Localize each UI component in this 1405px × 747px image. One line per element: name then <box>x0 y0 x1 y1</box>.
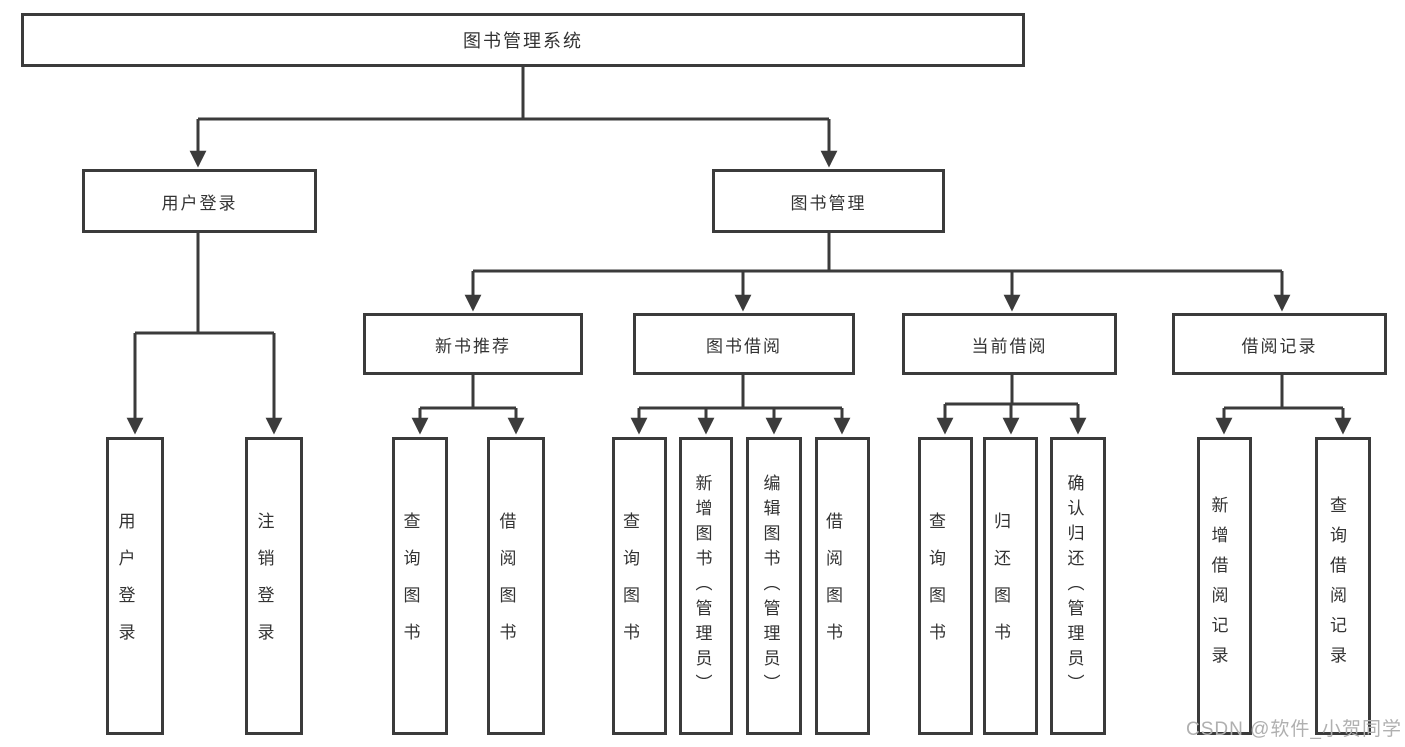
node-borrow-records: 借阅记录 <box>1172 313 1387 375</box>
leaf-cb-return-books: 归还图书 <box>983 437 1038 735</box>
leaf-cb-return-books-label: 归还图书 <box>991 512 1010 660</box>
leaf-nb-query-books-label: 查询图书 <box>400 512 420 660</box>
leaf-br-add-record: 新增借阅记录 <box>1197 437 1252 735</box>
leaf-cb-query-books-label: 查询图书 <box>926 512 945 660</box>
node-borrow-records-label: 借阅记录 <box>1241 336 1318 356</box>
leaf-bb-query-books-label: 查询图书 <box>620 512 639 660</box>
leaf-nb-query-books: 查询图书 <box>392 437 448 735</box>
node-new-book-recommend: 新书推荐 <box>363 313 583 375</box>
leaf-bb-edit-books-admin-label: 编辑图书（管理员） <box>760 473 780 699</box>
leaf-br-query-record: 查询借阅记录 <box>1315 437 1371 735</box>
leaf-bb-edit-books-admin: 编辑图书（管理员） <box>746 437 802 735</box>
leaf-cb-confirm-return-admin: 确认归还（管理员） <box>1050 437 1106 735</box>
node-library-system-label: 图书管理系统 <box>463 31 583 51</box>
leaf-user-login: 用户登录 <box>106 437 164 735</box>
leaf-bb-borrow-books-label: 借阅图书 <box>823 512 842 660</box>
leaf-bb-borrow-books: 借阅图书 <box>815 437 870 735</box>
leaf-logout-label: 注销登录 <box>254 512 274 660</box>
node-user-login: 用户登录 <box>82 169 317 233</box>
leaf-cb-confirm-return-admin-label: 确认归还（管理员） <box>1064 473 1084 699</box>
leaf-user-login-label: 用户登录 <box>115 512 135 660</box>
leaf-br-add-record-label: 新增借阅记录 <box>1208 496 1228 676</box>
leaf-nb-borrow-books: 借阅图书 <box>487 437 545 735</box>
node-user-login-label: 用户登录 <box>161 193 238 213</box>
leaf-bb-query-books: 查询图书 <box>612 437 667 735</box>
node-library-system: 图书管理系统 <box>21 13 1025 67</box>
leaf-nb-borrow-books-label: 借阅图书 <box>496 512 516 660</box>
node-book-management: 图书管理 <box>712 169 945 233</box>
watermark: CSDN @软件_小贺同学 <box>1186 719 1402 740</box>
node-book-borrowing-label: 图书借阅 <box>706 336 782 356</box>
leaf-logout: 注销登录 <box>245 437 303 735</box>
leaf-bb-add-books-admin: 新增图书（管理员） <box>679 437 733 735</box>
node-book-management-label: 图书管理 <box>790 193 867 213</box>
node-current-borrowing: 当前借阅 <box>902 313 1117 375</box>
leaf-br-query-record-label: 查询借阅记录 <box>1327 496 1346 676</box>
node-new-book-recommend-label: 新书推荐 <box>435 336 511 356</box>
node-book-borrowing: 图书借阅 <box>633 313 855 375</box>
node-current-borrowing-label: 当前借阅 <box>971 336 1048 356</box>
leaf-cb-query-books: 查询图书 <box>918 437 973 735</box>
leaf-bb-add-books-admin-label: 新增图书（管理员） <box>692 473 712 699</box>
